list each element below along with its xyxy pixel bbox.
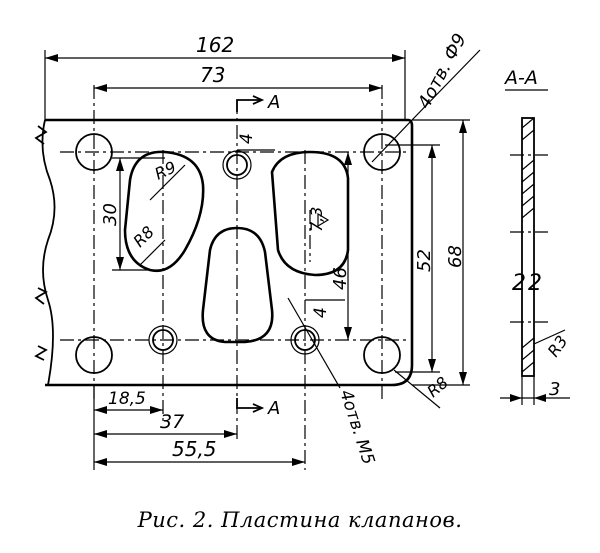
svg-text:68: 68 [445, 245, 466, 268]
slot-center [201, 226, 274, 344]
radius-r3: R3 [544, 332, 572, 360]
dim-162-label: 162 [196, 33, 234, 57]
dim-73-label: 73 [200, 63, 225, 87]
radius-r9: R9 [152, 157, 179, 183]
section-dim-2: 2 [512, 271, 526, 296]
section-marker-top: А [267, 92, 280, 113]
svg-text:4: 4 [311, 307, 331, 318]
dim-4-bottom: 4 [305, 299, 345, 318]
callout-m5-label: 4отв. М5 [335, 387, 378, 467]
dim-4-top: 4 [237, 133, 275, 151]
svg-text:30: 30 [100, 203, 121, 226]
dim-37: 37 [94, 411, 237, 438]
callout-d9-label: 4отв. Ф9 [414, 30, 471, 112]
dim-46: 46 [330, 152, 352, 340]
callout-m5: 4отв. М5 [287, 297, 378, 467]
section-marker-bottom: А [267, 398, 280, 419]
thickness-3: 3 [549, 379, 560, 400]
dim-68: 68 [412, 119, 470, 386]
radius-r8-slot: R8 [129, 222, 157, 250]
svg-text:4: 4 [237, 133, 257, 144]
callout-d9: 4отв. Ф9 [371, 30, 481, 163]
svg-text:18,5: 18,5 [108, 389, 146, 409]
plate-outline [34, 118, 414, 387]
dim-30: 30 [100, 157, 165, 271]
section-cut-markers: А А [236, 92, 280, 419]
size-7-3: 7,3 [307, 207, 326, 232]
dim-52: 52 [385, 144, 440, 373]
figure-caption: Рис. 2. Пластина клапанов. [137, 508, 463, 532]
svg-text:R8: R8 [423, 373, 452, 401]
svg-text:52: 52 [414, 249, 435, 272]
svg-text:46: 46 [330, 267, 351, 290]
section-title: А-А [503, 67, 538, 89]
dim-55-5: 55,5 [93, 385, 305, 470]
mounting-holes [75, 133, 401, 374]
threaded-holes [148, 150, 320, 355]
section-view: А-А 2 2 R3 3 [500, 67, 571, 405]
dim-73: 73 [94, 63, 382, 92]
dim-162: 162 [44, 33, 406, 120]
center-lines [60, 85, 410, 470]
dim-18-5: 18,5 [94, 389, 163, 414]
svg-text:55,5: 55,5 [172, 437, 217, 461]
svg-text:2: 2 [528, 271, 542, 296]
svg-text:37: 37 [160, 411, 184, 433]
radius-r8-corner: R8 [393, 369, 452, 409]
